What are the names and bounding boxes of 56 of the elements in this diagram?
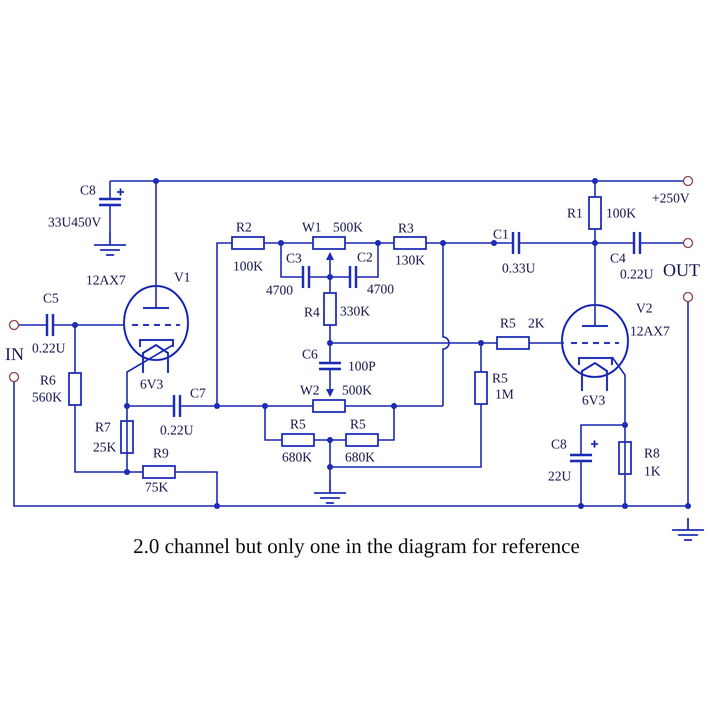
- component-label: 2K: [528, 316, 544, 330]
- component-label: 0.22U: [32, 341, 66, 355]
- component-label: R1: [567, 206, 583, 220]
- component-label: 12AX7: [630, 324, 670, 338]
- component-label: C1: [493, 227, 509, 241]
- component-label: 12AX7: [86, 273, 126, 287]
- component-label: C6: [302, 347, 318, 361]
- component-label: 75K: [145, 480, 168, 494]
- component-label: 100K: [233, 259, 263, 273]
- component-label: R5: [500, 316, 516, 330]
- component-label: +250V: [652, 191, 690, 205]
- component-label: 1M: [495, 387, 514, 401]
- component-label: C3: [286, 251, 302, 265]
- component-label: C2: [357, 250, 373, 264]
- component-label: 500K: [333, 220, 363, 234]
- component-label: 680K: [282, 450, 312, 464]
- component-label: 0.33U: [502, 261, 536, 275]
- component-label: R5: [492, 371, 508, 385]
- component-label: 6V3: [582, 393, 606, 407]
- component-label: C8: [551, 437, 567, 451]
- component-label: 100K: [606, 206, 636, 220]
- component-label: R5: [290, 417, 306, 431]
- component-label: OUT: [663, 261, 700, 279]
- component-label: W2: [300, 383, 320, 397]
- component-label: R4: [304, 305, 320, 319]
- component-label: 4700: [266, 283, 293, 297]
- component-label: C4: [610, 251, 626, 265]
- component-label: 6V3: [140, 377, 164, 391]
- component-label: IN: [5, 345, 24, 363]
- component-label: 22U: [548, 469, 572, 483]
- component-label: 330K: [340, 304, 370, 318]
- component-label: 560K: [32, 390, 62, 404]
- component-label: V1: [174, 270, 190, 284]
- component-label: 0.22U: [160, 423, 194, 437]
- component-label: R9: [153, 446, 169, 460]
- component-label: C7: [190, 386, 206, 400]
- component-label: 33U450V: [48, 215, 102, 229]
- component-label: 680K: [345, 450, 375, 464]
- component-label: 4700: [367, 282, 394, 296]
- component-label: 1K: [644, 464, 660, 478]
- component-label: R7: [95, 420, 111, 434]
- component-label: V2: [636, 301, 652, 315]
- component-label: R5: [350, 417, 366, 431]
- component-label: R2: [236, 220, 252, 234]
- component-label: C8: [80, 183, 96, 197]
- component-label: C5: [43, 291, 59, 305]
- component-label: R6: [40, 373, 56, 387]
- component-label: W1: [302, 220, 322, 234]
- component-label: 25K: [93, 440, 116, 454]
- component-label: 100P: [348, 359, 376, 373]
- component-label: 130K: [395, 253, 425, 267]
- component-label: R3: [398, 221, 414, 235]
- caption: 2.0 channel but only one in the diagram for reference: [132, 534, 581, 559]
- component-label: 500K: [342, 383, 372, 397]
- component-label: 0.22U: [620, 267, 654, 281]
- component-label: R8: [644, 446, 660, 460]
